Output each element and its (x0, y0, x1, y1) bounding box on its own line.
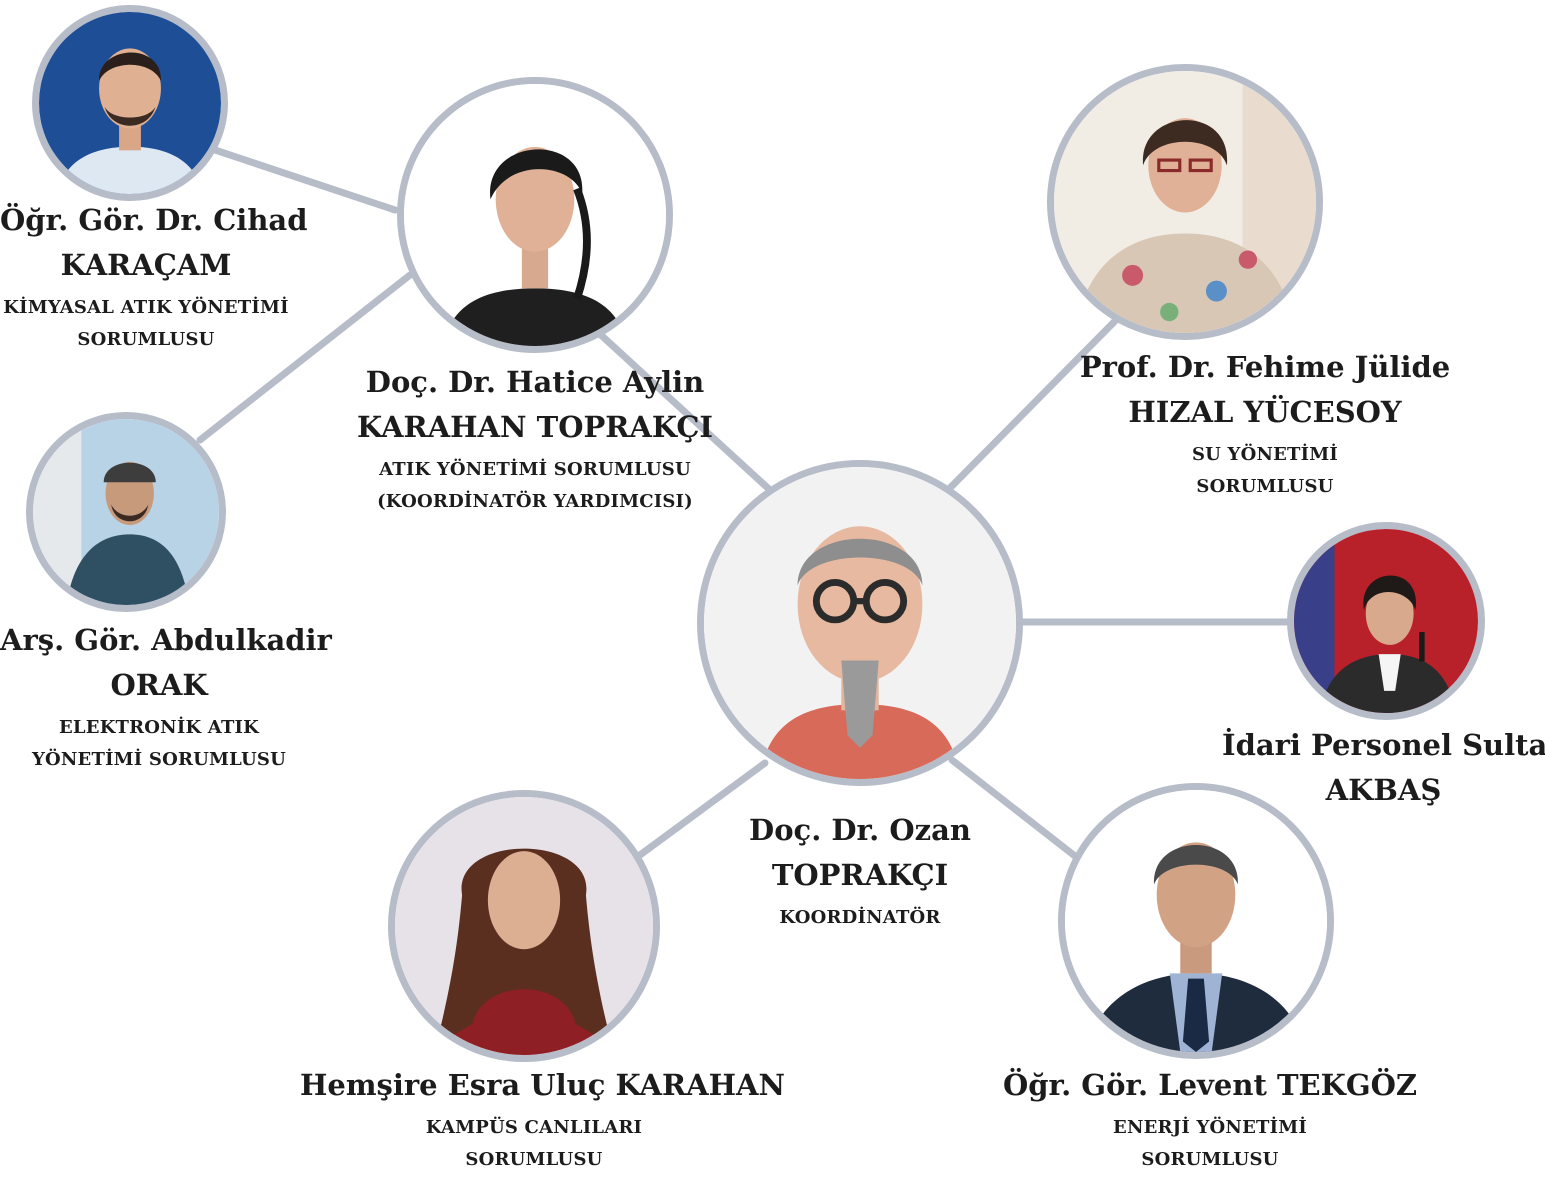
label-su-yonetimi: Prof. Dr. Fehime Jülide HIZAL YÜCESOY SU… (1045, 345, 1485, 503)
label-atik-yonetimi: Doç. Dr. Hatice Aylin KARAHAN TOPRAKÇI A… (300, 360, 770, 518)
edge-center-enerji (948, 756, 1084, 864)
kimyasal-name-line2: KARAÇAM (60, 248, 232, 282)
edge-center-atik (586, 321, 774, 494)
edge-atik-elektronik (196, 271, 414, 444)
kimyasal-role-line2: SORUMLUSU (77, 329, 215, 350)
elektronik-name-line2: ORAK (110, 668, 208, 702)
avatar-enerji-yonetimi (1058, 783, 1334, 1059)
su-name-line1: Prof. Dr. Fehime Jülide (1079, 350, 1451, 384)
avatar-su-yonetimi (1047, 64, 1323, 340)
coordinator-name-line1: Doç. Dr. Ozan (749, 813, 971, 847)
coordinator-role: KOORDİNATÖR (779, 907, 941, 928)
kampus-name-line1: Hemşire Esra Uluç KARAHAN (300, 1068, 785, 1102)
elektronik-role-line1: ELEKTRONİK ATIK (59, 717, 259, 738)
portrait-man-glasses-beard-icon (704, 467, 1016, 779)
su-role-line1: SU YÖNETİMİ (1191, 444, 1339, 465)
atik-role-line1: ATIK YÖNETİMİ SORUMLUSU (379, 459, 691, 480)
avatar-idari-personel (1287, 522, 1485, 720)
su-role-line2: SORUMLUSU (1196, 476, 1334, 497)
edge-center-kampus (636, 759, 769, 859)
portrait-woman-microphone-icon (1294, 529, 1478, 713)
avatar-atik-yonetimi (397, 77, 673, 353)
elektronik-name-line1: Arş. Gör. Abdulkadir (0, 623, 332, 657)
edge-center-su (946, 314, 1122, 492)
portrait-man-suit-tie-icon (1065, 790, 1327, 1052)
portrait-woman-dark-hair-icon (404, 84, 666, 346)
avatar-kampus-canlilari (388, 790, 660, 1062)
avatar-kimyasal-atik (32, 5, 228, 201)
atik-name-line1: Doç. Dr. Hatice Aylin (365, 365, 705, 399)
enerji-role-line2: SORUMLUSU (1141, 1149, 1279, 1170)
label-enerji-yonetimi: Öğr. Gör. Levent TEKGÖZ ENERJİ YÖNETİMİ … (1000, 1063, 1420, 1176)
su-name-line2: HIZAL YÜCESOY (1128, 395, 1402, 429)
label-coordinator: Doç. Dr. Ozan TOPRAKÇI KOORDİNATÖR (705, 808, 1015, 934)
elektronik-role-line2: YÖNETİMİ SORUMLUSU (31, 749, 287, 770)
edge-atik-kimyasal (211, 146, 399, 214)
portrait-woman-red-sweater-icon (395, 797, 653, 1055)
portrait-man-cap-icon (33, 419, 219, 605)
enerji-name-line1: Öğr. Gör. Levent TEKGÖZ (1002, 1068, 1418, 1102)
enerji-role-line1: ENERJİ YÖNETİMİ (1113, 1117, 1307, 1138)
portrait-woman-floral-shirt-icon (1054, 71, 1316, 333)
atik-name-line2: KARAHAN TOPRAKÇI (357, 410, 713, 444)
kimyasal-role-line1: KİMYASAL ATIK YÖNETİMİ (3, 297, 289, 318)
avatar-elektronik-atik (26, 412, 226, 612)
kimyasal-name-line1: Öğr. Gör. Dr. Cihad (0, 203, 308, 237)
kampus-role-line1: KAMPÜS CANLILARI (425, 1117, 643, 1138)
kampus-role-line2: SORUMLUSU (465, 1149, 603, 1170)
label-idari-personel: İdari Personel Sultan AKBAŞ (1222, 723, 1545, 813)
label-kimyasal-atik: Öğr. Gör. Dr. Cihad KARAÇAM KİMYASAL ATI… (0, 198, 308, 356)
portrait-man-smiling-icon (39, 12, 221, 194)
idari-name-line2: AKBAŞ (1325, 773, 1442, 807)
avatar-coordinator (697, 460, 1023, 786)
idari-name-line1: İdari Personel Sultan (1222, 728, 1545, 762)
label-kampus-canlilari: Hemşire Esra Uluç KARAHAN KAMPÜS CANLILA… (300, 1063, 785, 1176)
label-elektronik-atik: Arş. Gör. Abdulkadir ORAK ELEKTRONİK ATI… (0, 618, 332, 776)
atik-role-line2: (KOORDİNATÖR YARDIMCISI) (377, 491, 693, 512)
coordinator-name-line2: TOPRAKÇI (771, 858, 949, 892)
